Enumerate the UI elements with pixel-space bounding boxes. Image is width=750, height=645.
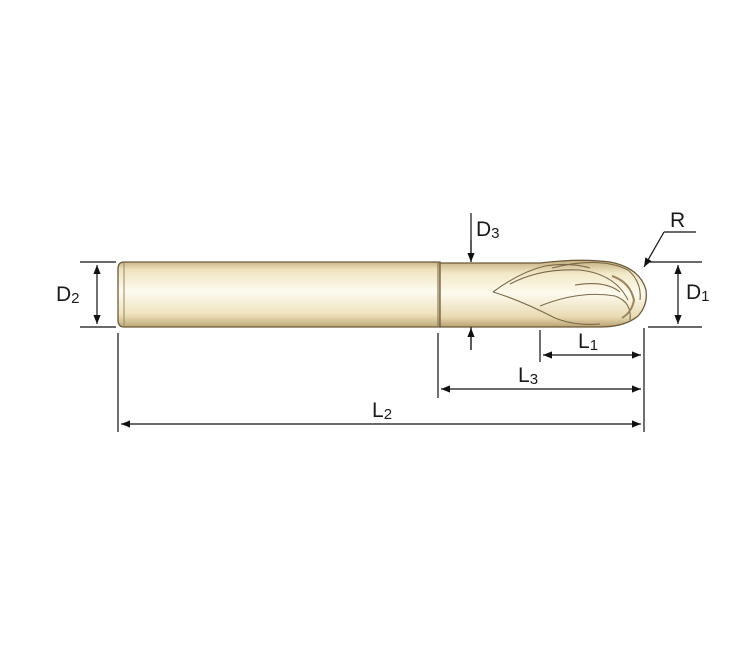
dimension-lines	[93, 231, 696, 428]
cutting-head	[439, 259, 647, 328]
dimension-labels: D2 D1 D3 L1 L3 L2 R	[56, 209, 710, 423]
label-l2: L2	[372, 399, 392, 423]
label-d1: D1	[686, 281, 710, 305]
shank	[117, 261, 441, 328]
label-d3: D3	[476, 218, 500, 242]
label-r: R	[670, 209, 685, 232]
label-d2: D2	[56, 283, 80, 307]
label-l3: L3	[518, 364, 538, 388]
r-leader-arrow	[643, 231, 665, 268]
label-l1: L1	[578, 330, 598, 354]
